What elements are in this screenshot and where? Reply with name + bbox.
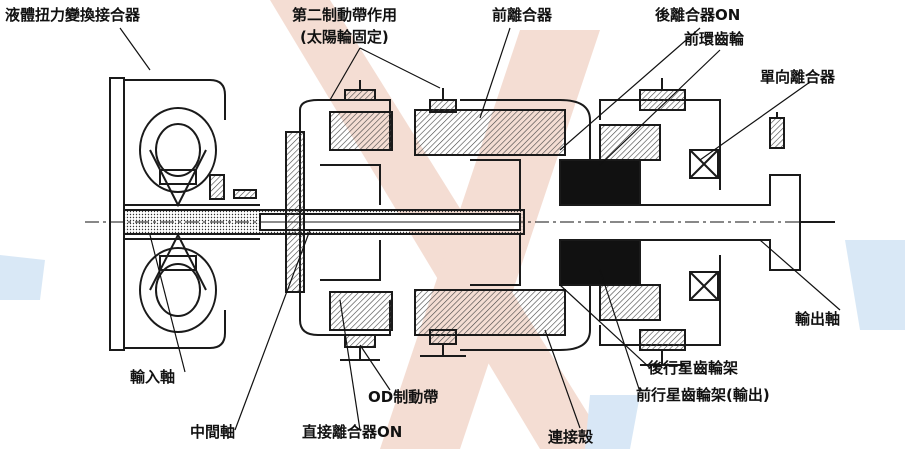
output-shaft-drawing (640, 112, 835, 301)
label-connecting-shell: 連接殼 (548, 428, 594, 446)
label-od-brake-band: OD制動帶 (368, 388, 439, 406)
label-input-shaft: 輸入軸 (130, 368, 176, 386)
label-second-brake-band: 第二制動帶作用 (292, 6, 398, 24)
label-rear-planet-carrier: 後行星齒輪架 (648, 359, 739, 377)
label-front-planet-carrier: 前行星齒輪架(輸出) (636, 386, 770, 404)
label-one-way-clutch: 單向離合器 (760, 68, 836, 86)
label-torque-converter: 液體扭力變換接合器 (5, 6, 141, 24)
leader-lines (119, 27, 841, 431)
label-sun-gear-fixed: (太陽輪固定) (300, 28, 389, 46)
torque-converter-drawing (109, 77, 260, 351)
label-front-ring-gear: 前環齒輪 (684, 30, 745, 48)
label-front-clutch: 前離合器 (492, 6, 553, 24)
planetary-sets-drawing (559, 78, 721, 366)
label-output-shaft: 輸出軸 (795, 310, 841, 328)
overdrive-unit-drawing (285, 80, 393, 361)
label-rear-clutch-on: 後離合器ON (655, 6, 741, 24)
clutch-packs-drawing (414, 88, 591, 357)
label-intermediate-shaft: 中間軸 (190, 423, 236, 441)
label-direct-clutch-on: 直接離合器ON (302, 423, 403, 441)
input-shaft-drawing (123, 209, 525, 235)
